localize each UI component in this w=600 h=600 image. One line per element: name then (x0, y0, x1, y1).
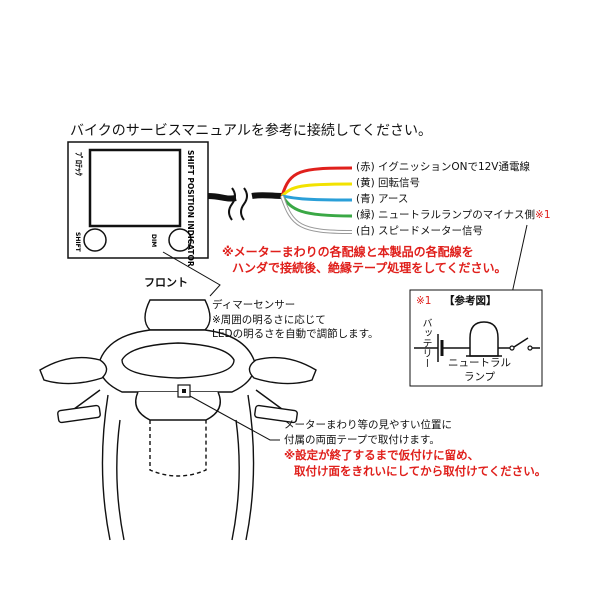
setting-note-line2: 取付け面をきれいにしてから取付けてください。 (294, 464, 547, 478)
neutral-lamp-label-line2: ランプ (464, 371, 496, 383)
dim-label: DIM (150, 234, 157, 247)
top-bridge (135, 391, 221, 421)
wire-note-mark: ※1 (535, 209, 551, 221)
wire-label-green: (緑) ニュートラルランプのマイナス側※1 (356, 210, 551, 221)
unit-logo: ﾌﾟﾛﾃｯｸ (74, 152, 84, 176)
wire-label-green-text: (緑) ニュートラルランプのマイナス側 (356, 209, 536, 221)
meter-panel (121, 342, 235, 379)
shift-label: SHIFT (74, 232, 81, 253)
wire-label-blue: (青) アース (356, 193, 409, 205)
switch-contact-2 (527, 345, 533, 351)
left-fork (101, 394, 111, 541)
motorcycle-sketch (39, 299, 317, 541)
mount-note-line1: メーターまわり等の見やすい位置に (284, 419, 452, 431)
solder-note-line1: ※メーターまわりの各配線と本製品の各配線を (222, 245, 474, 259)
left-grip (57, 404, 101, 424)
setting-note-line1: ※設定が終了するまで仮付けに留め、 (284, 448, 480, 462)
right-fork-inner (231, 419, 240, 541)
wire-yellow (280, 182, 353, 198)
dimmer-line2: LEDの明るさを自動で調節します。 (212, 328, 379, 340)
reference-box (409, 289, 543, 387)
wire-white (281, 195, 353, 233)
neutral-lamp-icon (469, 321, 499, 357)
unit-name: SHIFT POSITION INDICATOR (186, 150, 195, 267)
dimmer-line1: ※周囲の明るさに応じて (212, 314, 326, 326)
shift-button (83, 228, 107, 252)
mount-note-line2: 付属の両面テープで取付けます。 (284, 434, 440, 446)
indicator-unit: ﾌﾟﾛﾃｯｸ SHIFT POSITION INDICATOR SHIFT DI… (67, 141, 209, 267)
wire-label-red: (赤) イグニッションONで12V通電線 (356, 161, 530, 173)
wire-blue (281, 194, 353, 202)
dimmer-title: ディマーセンサー (212, 299, 296, 311)
wire-red (280, 166, 353, 197)
break-mark-left (228, 187, 236, 221)
unit-display (88, 148, 182, 228)
switch-lever (513, 337, 529, 348)
right-grip (254, 404, 298, 424)
reference-title: 【参考図】 (444, 295, 497, 307)
dim-button (168, 228, 192, 252)
dimmer-leader (162, 251, 221, 297)
right-fork (245, 394, 255, 541)
left-fork-inner (116, 419, 125, 541)
break-mark-right (240, 187, 248, 221)
instruction-title: バイクのサービスマニュアルを参考に接続してください。 (70, 123, 433, 139)
left-mirror (39, 356, 108, 385)
front-label: フロント (144, 276, 188, 289)
wire-fan (280, 166, 353, 234)
solder-note-line2: ハンダで接続後、絶縁テープ処理をしてください。 (232, 261, 507, 275)
neutral-lamp-label-line1: ニュートラル (448, 357, 511, 369)
cable (207, 187, 283, 221)
right-mirror (248, 356, 317, 385)
switch-contact-1 (509, 345, 515, 351)
battery-label: バッテリー (420, 318, 431, 368)
mount-leader (189, 395, 280, 441)
tank-outline (149, 420, 207, 477)
wire-label-white: (白) スピードメーター信号 (356, 225, 484, 237)
wire-label-yellow: (黄) 回転信号 (356, 177, 421, 189)
reference-mark: ※1 (416, 295, 432, 307)
windscreen (144, 299, 211, 331)
